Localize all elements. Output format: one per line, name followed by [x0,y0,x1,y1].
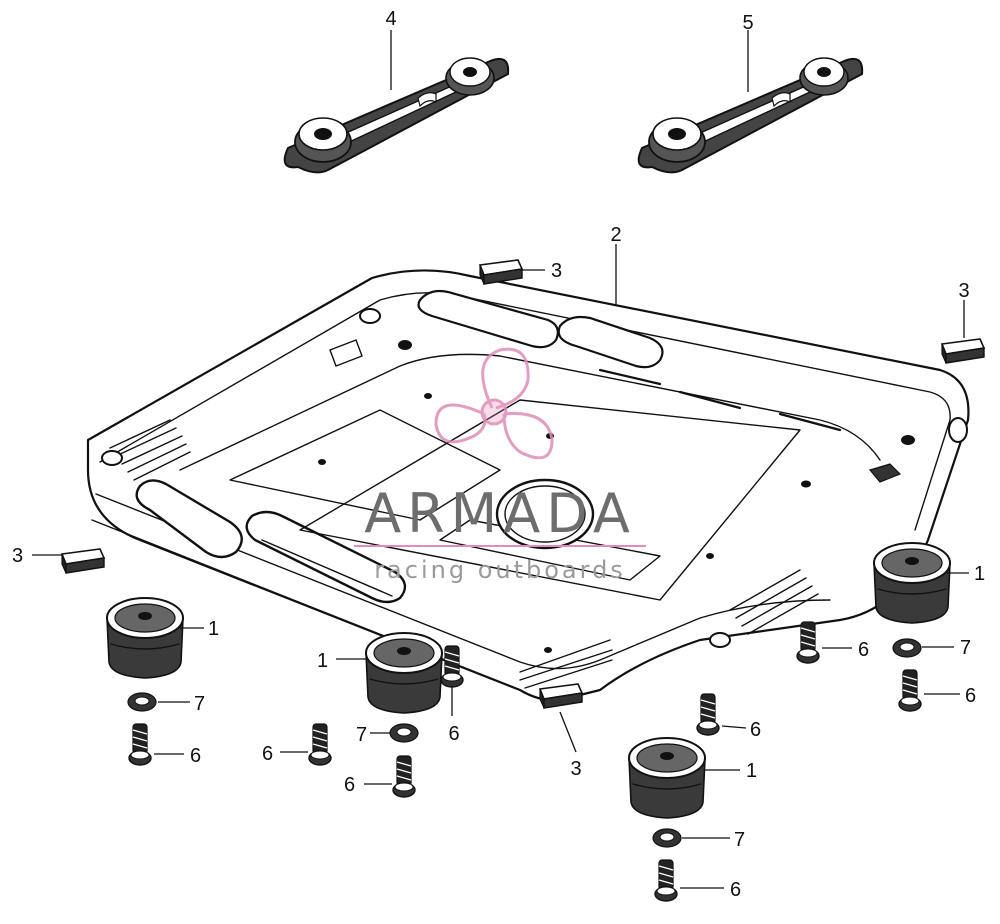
propeller-logo-icon [434,347,554,460]
part-1-mount-cap [873,542,951,624]
callout-3: 3 [958,280,969,302]
callout-1: 1 [974,563,985,585]
callout-6: 6 [730,879,741,901]
part-6-bolt [308,723,332,766]
callout-7: 7 [734,829,745,851]
part-6-bolt [654,859,678,902]
part-7-washer [127,692,157,712]
callout-1: 1 [746,760,757,782]
callout-1: 1 [317,650,328,672]
part-3-pad [61,548,105,574]
callout-6: 6 [344,774,355,796]
part-6-bolt [898,669,922,712]
part-7-washer [389,723,419,743]
callout-7: 7 [194,693,205,715]
part-6-bolt [796,621,820,664]
callout-6: 6 [262,743,273,765]
callout-7: 7 [356,724,367,746]
callout-2: 2 [610,224,621,246]
part-3-pad [479,259,523,285]
watermark-brand: ARMADA [364,482,636,545]
part-5-mount-bracket [637,57,864,174]
part-1-mount-cap [106,597,184,679]
part-1-mount-cap [365,632,443,714]
callout-3: 3 [570,758,581,780]
callout-5: 5 [742,12,753,34]
watermark: ARMADA racing outboards [354,347,646,584]
callouts: 4 5 2 3 3 3 3 1 1 1 1 7 7 7 7 6 6 6 6 6 … [12,8,985,901]
callout-4: 4 [385,8,396,30]
part-6-bolt [392,755,416,798]
watermark-tagline: racing outboards [374,556,626,584]
callout-3: 3 [12,545,23,567]
callout-6: 6 [858,639,869,661]
part-3-pad [941,338,985,364]
part-7-washer [892,638,922,658]
part-6-bolt [128,723,152,766]
part-6-bolt [696,693,720,736]
callout-6: 6 [190,745,201,767]
callout-3: 3 [551,260,562,282]
part-7-washer [652,828,682,848]
callout-6: 6 [750,719,761,741]
leader-lines [32,30,969,889]
callout-6: 6 [448,723,459,745]
part-2-tray-frame [86,269,970,702]
callout-6: 6 [965,685,976,707]
part-4-mount-bracket [283,57,510,174]
callout-7: 7 [960,637,971,659]
part-3-pad [539,683,583,709]
part-1-mount-cap [628,737,706,819]
callout-1: 1 [208,618,219,640]
